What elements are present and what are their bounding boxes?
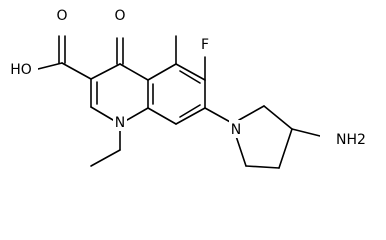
bond xyxy=(90,63,121,80)
label-background xyxy=(113,113,127,131)
bonds xyxy=(37,35,321,169)
bond xyxy=(245,165,280,169)
bond xyxy=(263,105,293,130)
label-background xyxy=(320,130,382,148)
bond xyxy=(147,63,177,81)
ketone-oxygen-label: O xyxy=(114,8,125,24)
bond xyxy=(175,107,206,125)
bond xyxy=(204,107,233,124)
bond xyxy=(126,107,149,121)
bond xyxy=(235,135,247,167)
bond xyxy=(90,149,121,167)
bond xyxy=(147,107,177,125)
carbonyl-oxygen-label: O xyxy=(56,8,67,24)
hydroxyl-label: HO xyxy=(10,62,32,78)
bond xyxy=(179,70,201,84)
label-background xyxy=(229,120,243,138)
molecule-structure: HO O O F N N NH2 xyxy=(4,6,382,169)
pyrrolidine-nitrogen-label: N xyxy=(231,122,241,138)
label-background xyxy=(113,6,127,26)
bond xyxy=(238,105,265,121)
ring-nitrogen-label: N xyxy=(115,115,125,131)
label-background xyxy=(4,60,38,78)
bond xyxy=(278,128,293,169)
fluorine-label: F xyxy=(201,37,209,53)
bond xyxy=(90,106,114,121)
label-background xyxy=(55,6,69,24)
atom-labels: HO O O F N N NH2 xyxy=(4,6,382,148)
label-background xyxy=(199,36,212,54)
bond xyxy=(175,63,206,81)
bond xyxy=(291,128,321,137)
bond xyxy=(37,62,63,70)
bond xyxy=(179,104,201,118)
bond xyxy=(61,62,92,80)
amine-label: NH2 xyxy=(336,132,366,148)
bond xyxy=(119,63,149,81)
